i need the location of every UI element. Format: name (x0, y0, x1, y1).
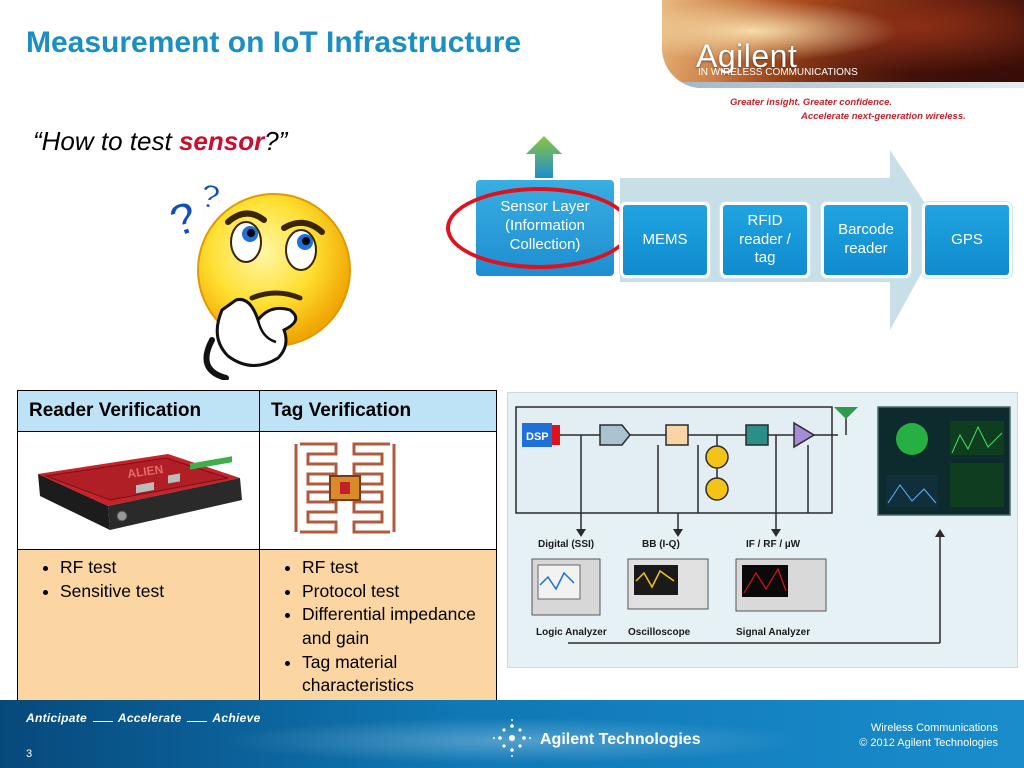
instrument-signal-analyzer: Signal Analyzer (736, 627, 811, 638)
dsp-label: DSP (526, 431, 549, 443)
question-prefix: “How to test (33, 126, 179, 156)
highlight-ellipse (446, 187, 632, 269)
device-brand-label: ALIEN (126, 462, 164, 481)
rfid-tag-icon (294, 442, 396, 534)
agilent-banner: Agilent IN WIRELESS COMMUNICATIONS (662, 0, 1024, 88)
reader-bullets-cell: RF test Sensitive test (17, 549, 260, 705)
header-reader: Reader Verification (17, 390, 260, 432)
verification-table: Reader Verification Tag Verification ALI… (17, 390, 497, 705)
question-highlight: sensor (178, 126, 265, 156)
label-if-rf: IF / RF / µW (746, 539, 801, 550)
brand-subtitle: IN WIRELESS COMMUNICATIONS (698, 67, 858, 78)
flow-item-gps: GPS (922, 202, 1012, 278)
svg-text:?: ? (197, 177, 224, 218)
tag-bullets-cell: RF test Protocol test Differential imped… (259, 549, 497, 705)
instrument-oscilloscope: Oscilloscope (628, 627, 691, 638)
thinking-face-icon: ? ? (166, 176, 351, 380)
flow-item-rfid: RFID reader / tag (720, 202, 810, 278)
agilent-spark-icon (493, 719, 531, 757)
slide-title: Measurement on IoT Infrastructure (26, 26, 522, 59)
instrument-logic-analyzer: Logic Analyzer (536, 627, 607, 638)
label-baseband: BB (I-Q) (642, 539, 680, 550)
rfid-reader-device-icon: ALIEN (38, 454, 242, 530)
up-arrow-icon (526, 136, 562, 178)
flow-item-barcode: Barcode reader (821, 202, 911, 278)
reader-bullet-list: RF test Sensitive test (18, 556, 259, 603)
question-text: “How to test sensor?” (33, 126, 287, 157)
motto-accelerate: Accelerate (117, 711, 182, 725)
footer-line-1: Wireless Communications (870, 722, 998, 734)
tag-bullet: RF test (302, 556, 496, 580)
footer-motto: Anticipate Accelerate Achieve (26, 711, 261, 725)
footer-line-2: © 2012 Agilent Technologies (859, 737, 998, 749)
tag-bullet: Differential impedance and gain (302, 603, 496, 650)
tagline-1: Greater insight. Greater confidence. (730, 97, 893, 108)
measurement-diagram: DSP (507, 392, 1018, 668)
page-number: 3 (26, 748, 33, 760)
reader-bullet: Sensitive test (60, 580, 259, 604)
question-suffix: ?” (264, 126, 288, 156)
banner-stripe (662, 82, 1024, 88)
label-digital: Digital (SSI) (538, 539, 595, 550)
tagline-2: Accelerate next-generation wireless. (801, 111, 966, 122)
tag-bullet: Tag material characteristics (302, 651, 496, 698)
brand-logo-text: Agilent (696, 38, 798, 74)
reader-image-cell: ALIEN (17, 431, 260, 550)
tag-bullet-list: RF test Protocol test Differential imped… (260, 556, 496, 698)
footer-company-name: Agilent Technologies (540, 731, 701, 748)
reader-bullet: RF test (60, 556, 259, 580)
footer-bar: Anticipate Accelerate Achieve (0, 700, 1024, 768)
motto-achieve: Achieve (212, 711, 261, 725)
motto-anticipate: Anticipate (26, 711, 88, 725)
tag-bullet: Protocol test (302, 580, 496, 604)
tag-image-cell (259, 431, 497, 550)
signal-chain-diagram: DSP (515, 406, 1011, 644)
header-tag: Tag Verification (259, 390, 497, 432)
flow-item-mems: MEMS (620, 202, 710, 278)
